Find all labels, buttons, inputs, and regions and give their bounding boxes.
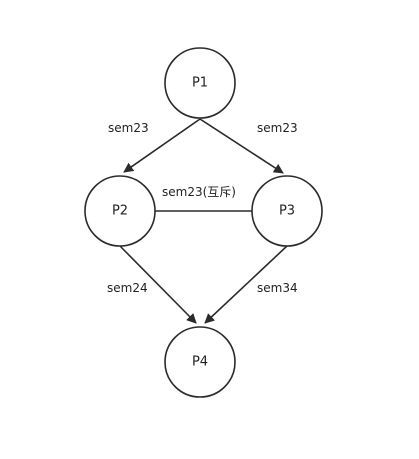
node-p4-label: P4 [192,355,208,370]
edge-p1-p3-line [199,118,284,174]
node-p3: P3 [251,175,323,247]
edge-p1-p2-line [123,118,201,173]
edge-label-p1-p3: sem23 [257,121,298,135]
edge-label-p1-p2: sem23 [108,121,149,135]
edge-label-p2-p4: sem24 [107,281,148,295]
node-p1-circle [164,47,236,119]
node-p2-circle [84,175,156,247]
node-p3-label: P3 [279,204,295,219]
edge-labels-group: sem23 sem23 sem23(互斥) sem24 sem34 [107,121,298,295]
node-p2: P2 [84,175,156,247]
node-p2-label: P2 [112,204,128,219]
node-p1-label: P1 [192,76,208,91]
node-p4: P4 [164,326,236,398]
edges-group [119,118,288,324]
node-p1: P1 [164,47,236,119]
edge-p3-p4-line [204,245,288,324]
node-p3-circle [251,175,323,247]
edge-label-p2-p3: sem23(互斥) [162,185,236,199]
node-p4-circle [164,326,236,398]
edge-label-p3-p4: sem34 [257,281,298,295]
edge-p2-p4-line [119,245,197,324]
